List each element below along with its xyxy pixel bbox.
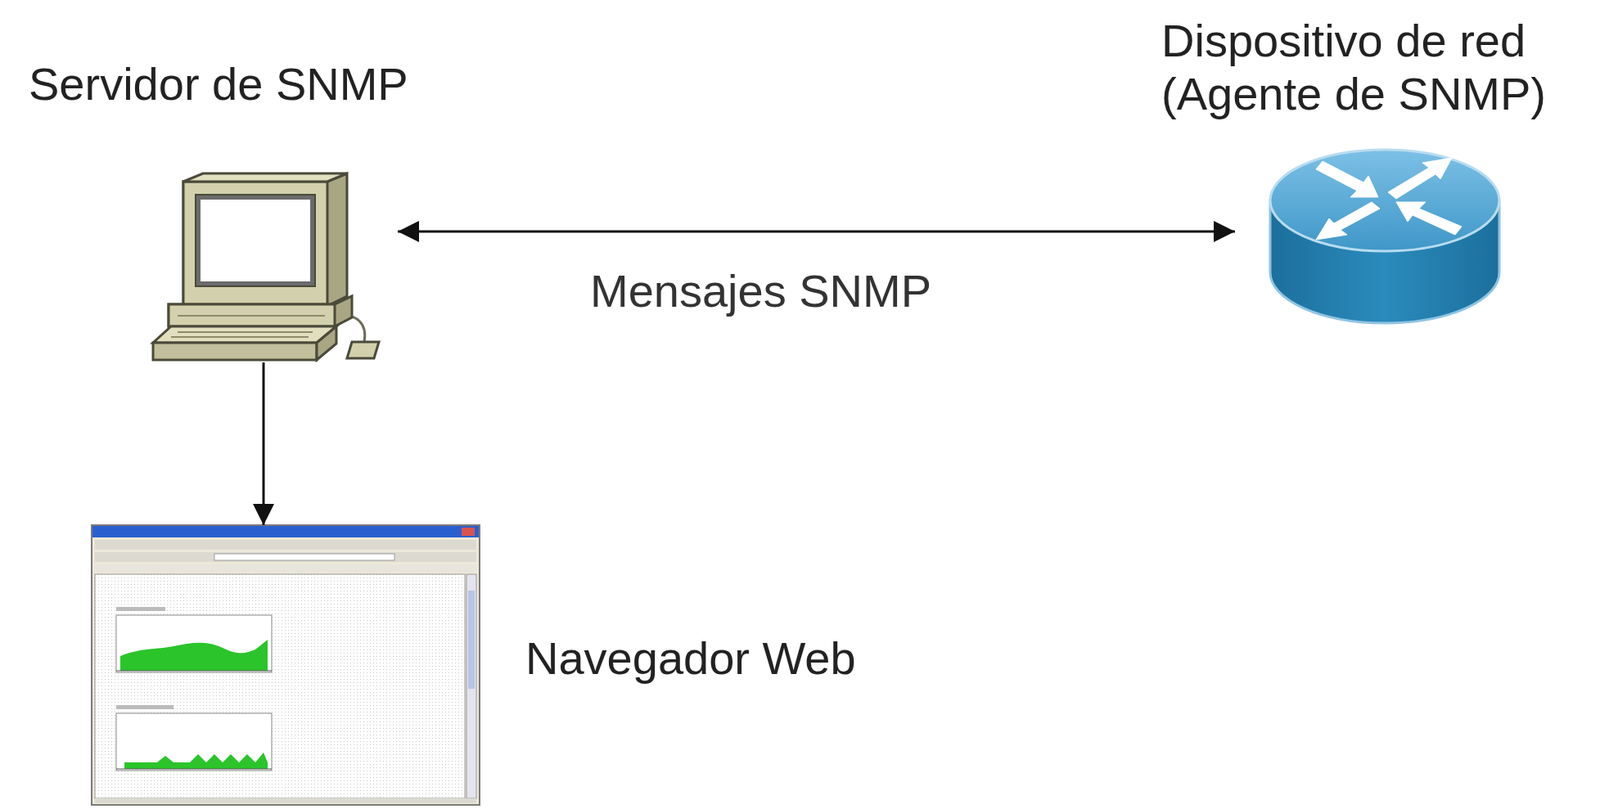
node-label: Servidor de SNMP: [28, 57, 409, 111]
edge-label: Mensajes SNMP: [585, 264, 937, 318]
browser-node: Navegador Web: [91, 525, 480, 806]
node-label: Navegador Web: [525, 631, 857, 686]
router-icon: [1270, 149, 1500, 324]
message-arrow: [397, 230, 1235, 234]
message-arrow: [262, 362, 266, 526]
browser-screenshot: [91, 525, 480, 806]
node-label: Dispositivo de red (Agente de SNMP): [1161, 13, 1571, 121]
computer-icon: [153, 173, 379, 361]
device-node: Dispositivo de red (Agente de SNMP): [1265, 143, 1506, 327]
server-node: Servidor de SNMP: [153, 173, 388, 363]
